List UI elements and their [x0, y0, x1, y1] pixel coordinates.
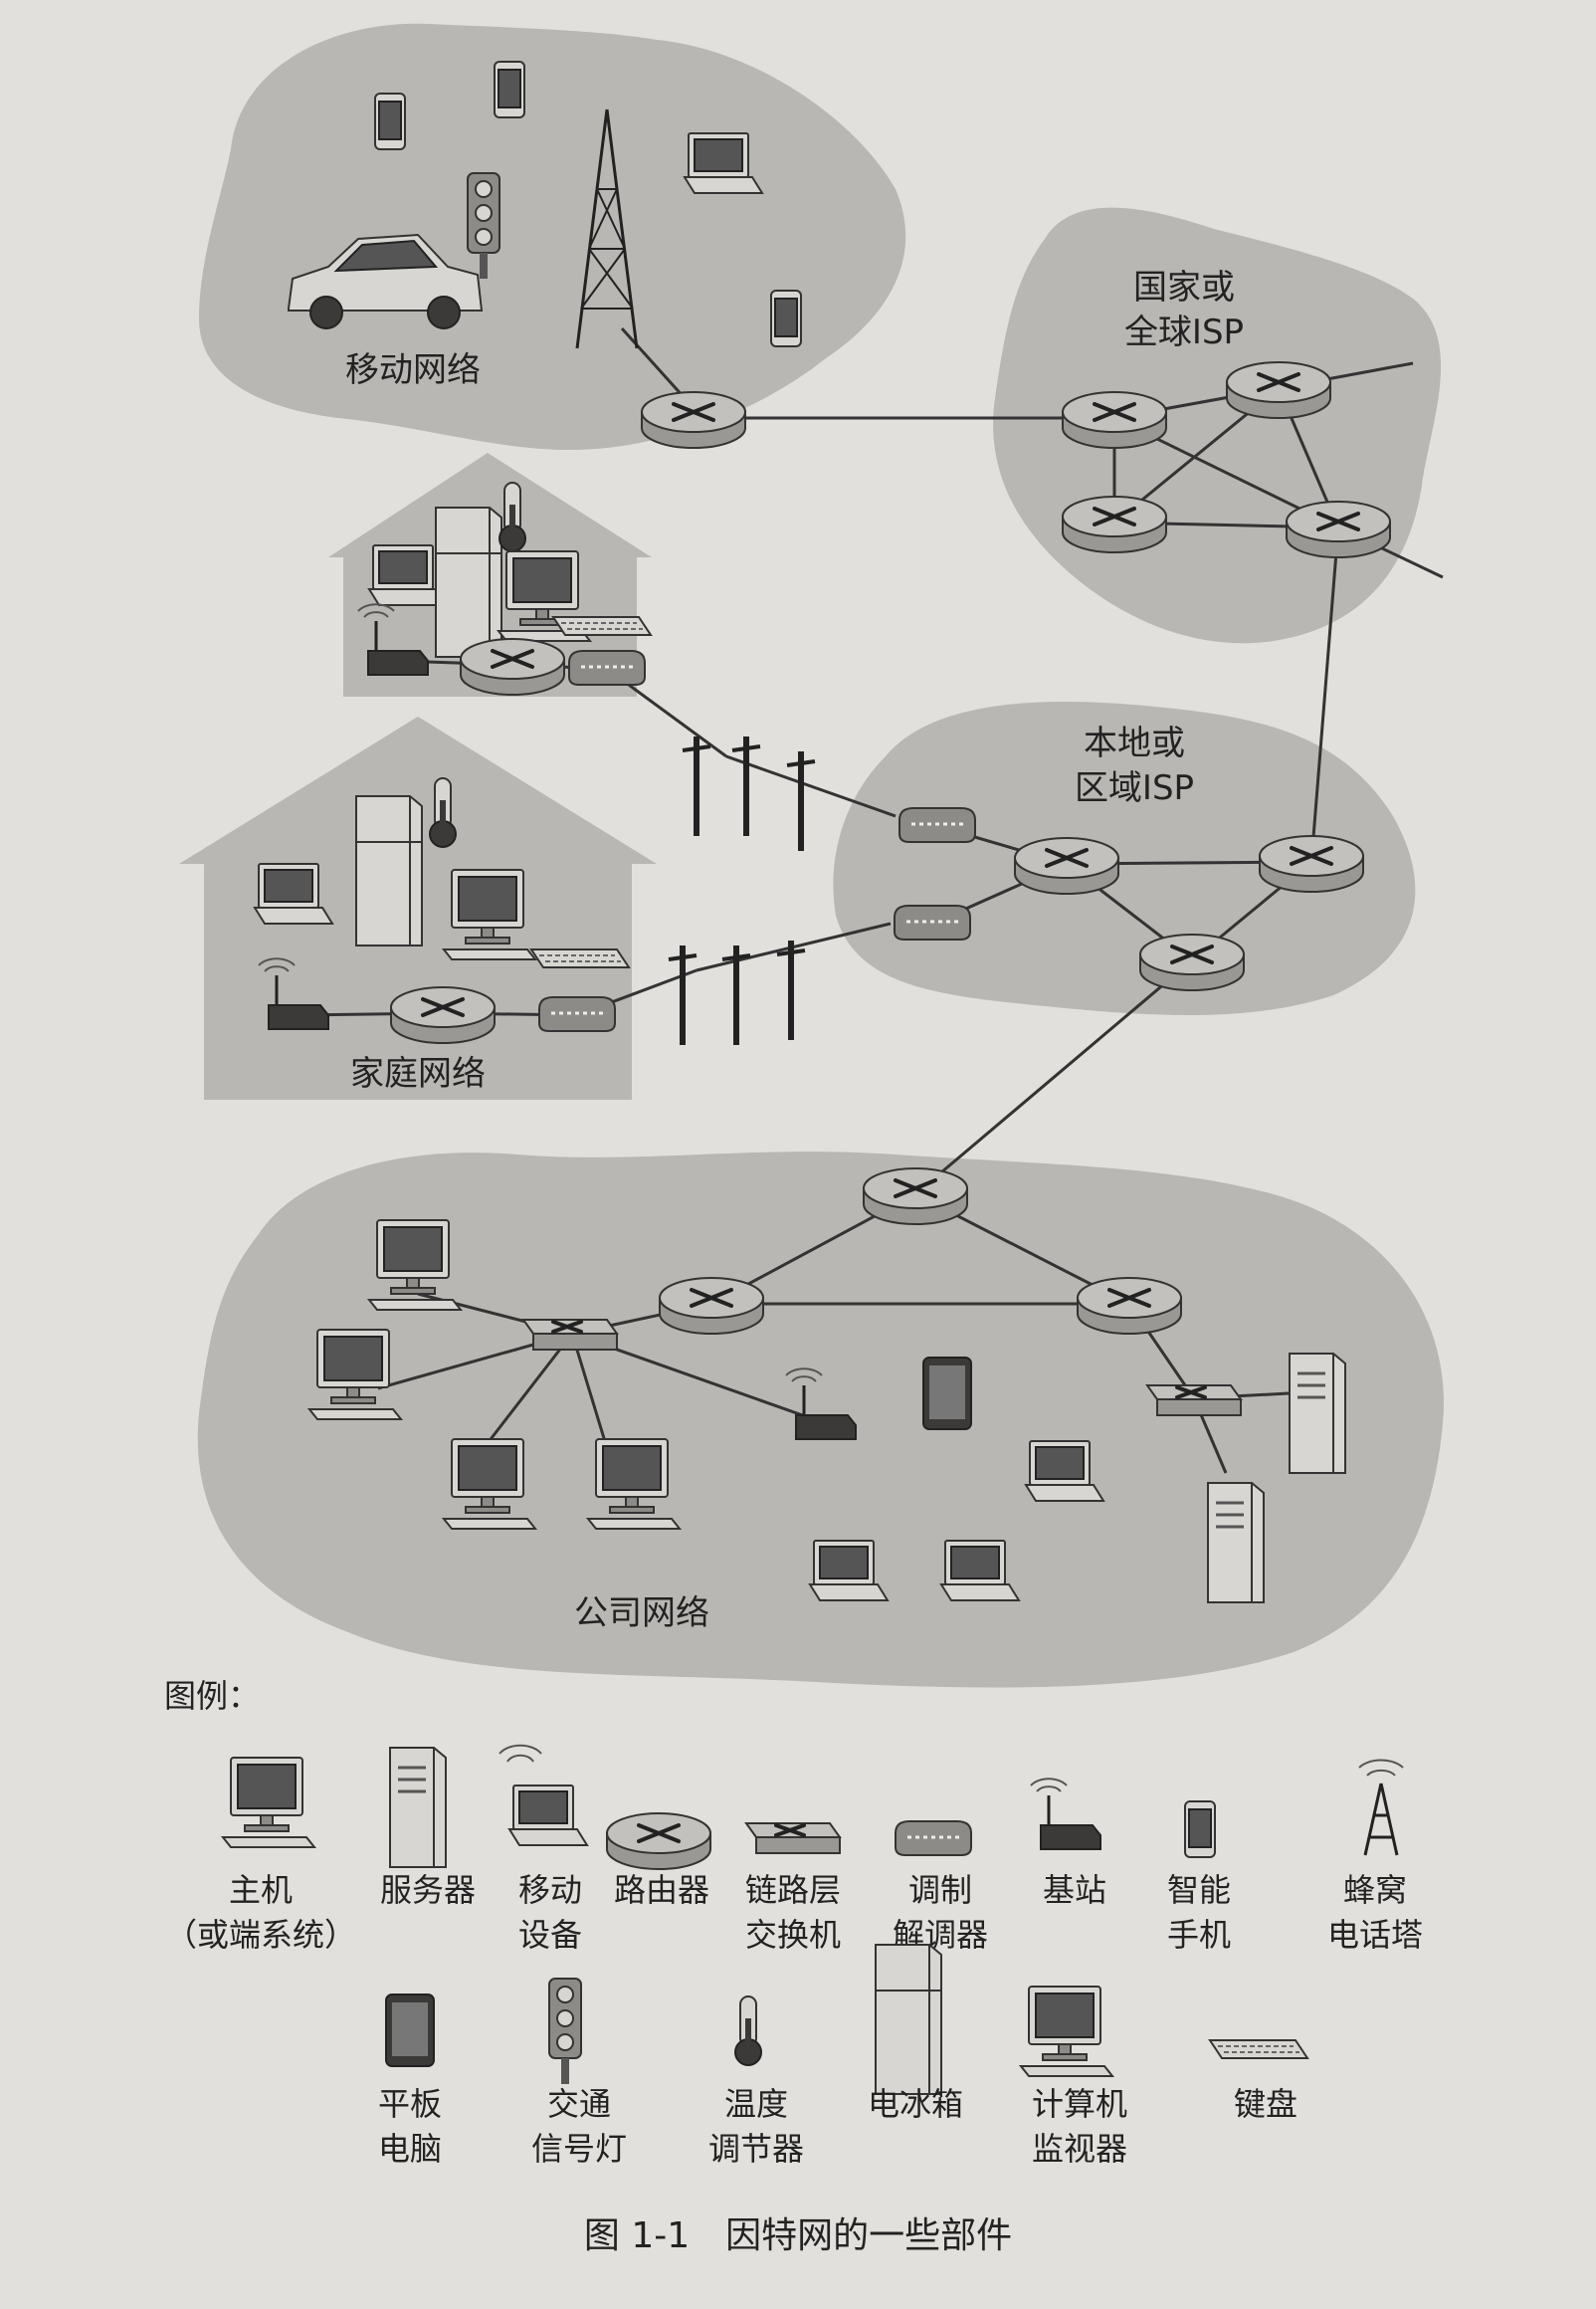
legend-traffic-light-label-2: 信号灯 [531, 2130, 627, 2168]
link-layer-switch-icon [521, 1318, 619, 1352]
legend-tablet-label-2: 电脑 [378, 2130, 442, 2168]
mobile-network-region [199, 23, 906, 451]
router-icon [1258, 834, 1365, 894]
legend-server-label: 服务器 [380, 1871, 476, 1909]
legend-host-label: 主机 [229, 1871, 293, 1909]
cell-tower-icon [1358, 1759, 1404, 1856]
keyboard-icon [1209, 2039, 1308, 2059]
home-network-label: 家庭网络 [350, 1054, 486, 1094]
smartphone-icon [374, 93, 406, 150]
legend-mobile-device-label-2: 设备 [518, 1916, 582, 1954]
regional-isp-label-line2: 区域ISP [1075, 768, 1194, 808]
modem-icon [898, 806, 977, 844]
router-icon [459, 637, 566, 697]
legend-cell-tower-label-2: 电话塔 [1327, 1916, 1423, 1954]
regional-isp-label-line1: 本地或 [1084, 724, 1185, 763]
router-icon [1061, 495, 1168, 554]
mobile-network-label: 移动网络 [345, 350, 481, 390]
fridge-icon [355, 795, 423, 946]
fridge-icon [435, 507, 502, 658]
utility-pole-icon [777, 941, 805, 1040]
regional-isp-region [833, 702, 1416, 1015]
server-icon [1206, 1481, 1266, 1604]
server-icon [1288, 1352, 1347, 1475]
legend-base-station-label: 基站 [1043, 1871, 1106, 1909]
thermostat-icon [734, 1995, 762, 2066]
tablet-icon [922, 1357, 972, 1430]
legend-fridge-label: 电冰箱 [868, 2085, 963, 2123]
modem-icon [893, 904, 972, 942]
legend-tablet-label: 平板 [378, 2085, 442, 2123]
utility-pole-icon [732, 736, 760, 836]
router-icon [1138, 933, 1246, 992]
utility-pole-icon [669, 945, 697, 1045]
legend-smartphone-label-2: 手机 [1167, 1916, 1231, 1954]
legend-mobile-device-label: 移动 [518, 1871, 582, 1909]
legend-switch-label-2: 交换机 [745, 1916, 841, 1954]
legend-cell-tower-label: 蜂窝 [1343, 1871, 1407, 1909]
legend-thermostat-label: 温度 [724, 2085, 788, 2123]
traffic-light-icon [548, 1978, 582, 2085]
router-icon [1225, 360, 1332, 420]
host-icon [222, 1757, 315, 1848]
keyboard-icon [530, 948, 630, 968]
smartphone-icon [1184, 1800, 1216, 1858]
legend-monitor-label: 计算机 [1032, 2085, 1127, 2123]
legend-title: 图例： [164, 1677, 260, 1715]
global-isp-label-line2: 全球ISP [1124, 313, 1244, 352]
utility-pole-icon [787, 751, 815, 851]
router-icon [658, 1276, 765, 1336]
legend-switch-label: 链路层 [745, 1871, 841, 1909]
router-icon [1285, 500, 1392, 559]
router-icon [1061, 390, 1168, 450]
link-layer-switch-icon [1145, 1383, 1243, 1417]
smartphone-icon [770, 290, 802, 347]
router-icon [1013, 836, 1120, 896]
utility-pole-icon [722, 945, 750, 1045]
legend-monitor-label-2: 监视器 [1032, 2130, 1127, 2168]
legend-traffic-light-label: 交通 [547, 2085, 611, 2123]
modem-icon [894, 1819, 973, 1857]
keyboard-icon [552, 616, 652, 636]
modem-icon [537, 995, 617, 1033]
router-icon [389, 985, 497, 1045]
router-icon [1076, 1276, 1183, 1336]
figure-caption: 图 1-1 因特网的一些部件 [584, 2215, 1012, 2256]
legend: 图例： 主机 （或端系统） 服务器 移动 设备 路由器 链路层 交换机 调制 解… [164, 1677, 1423, 2168]
router-icon [640, 390, 747, 450]
smartphone-icon [494, 61, 525, 118]
server-icon [388, 1746, 448, 1869]
monitor-icon [1020, 1986, 1113, 2077]
router-icon [862, 1166, 969, 1226]
mobile-device-icon [499, 1744, 588, 1846]
modem-icon [567, 649, 647, 687]
enterprise-network-label: 公司网络 [574, 1593, 709, 1633]
router-icon [605, 1811, 712, 1871]
legend-host-label-sub: （或端系统） [165, 1916, 356, 1954]
legend-router-label: 路由器 [614, 1871, 709, 1909]
global-isp-label-line1: 国家或 [1133, 268, 1235, 308]
fridge-icon [875, 1944, 942, 2095]
base-station-icon [1029, 1777, 1102, 1851]
tablet-icon [385, 1994, 435, 2067]
legend-thermostat-label-2: 调节器 [708, 2130, 804, 2168]
link-layer-switch-icon [744, 1821, 842, 1855]
utility-pole-icon [683, 736, 710, 836]
legend-keyboard-label: 键盘 [1234, 2085, 1297, 2123]
legend-smartphone-label: 智能 [1167, 1871, 1231, 1909]
legend-modem-label: 调制 [908, 1871, 972, 1909]
